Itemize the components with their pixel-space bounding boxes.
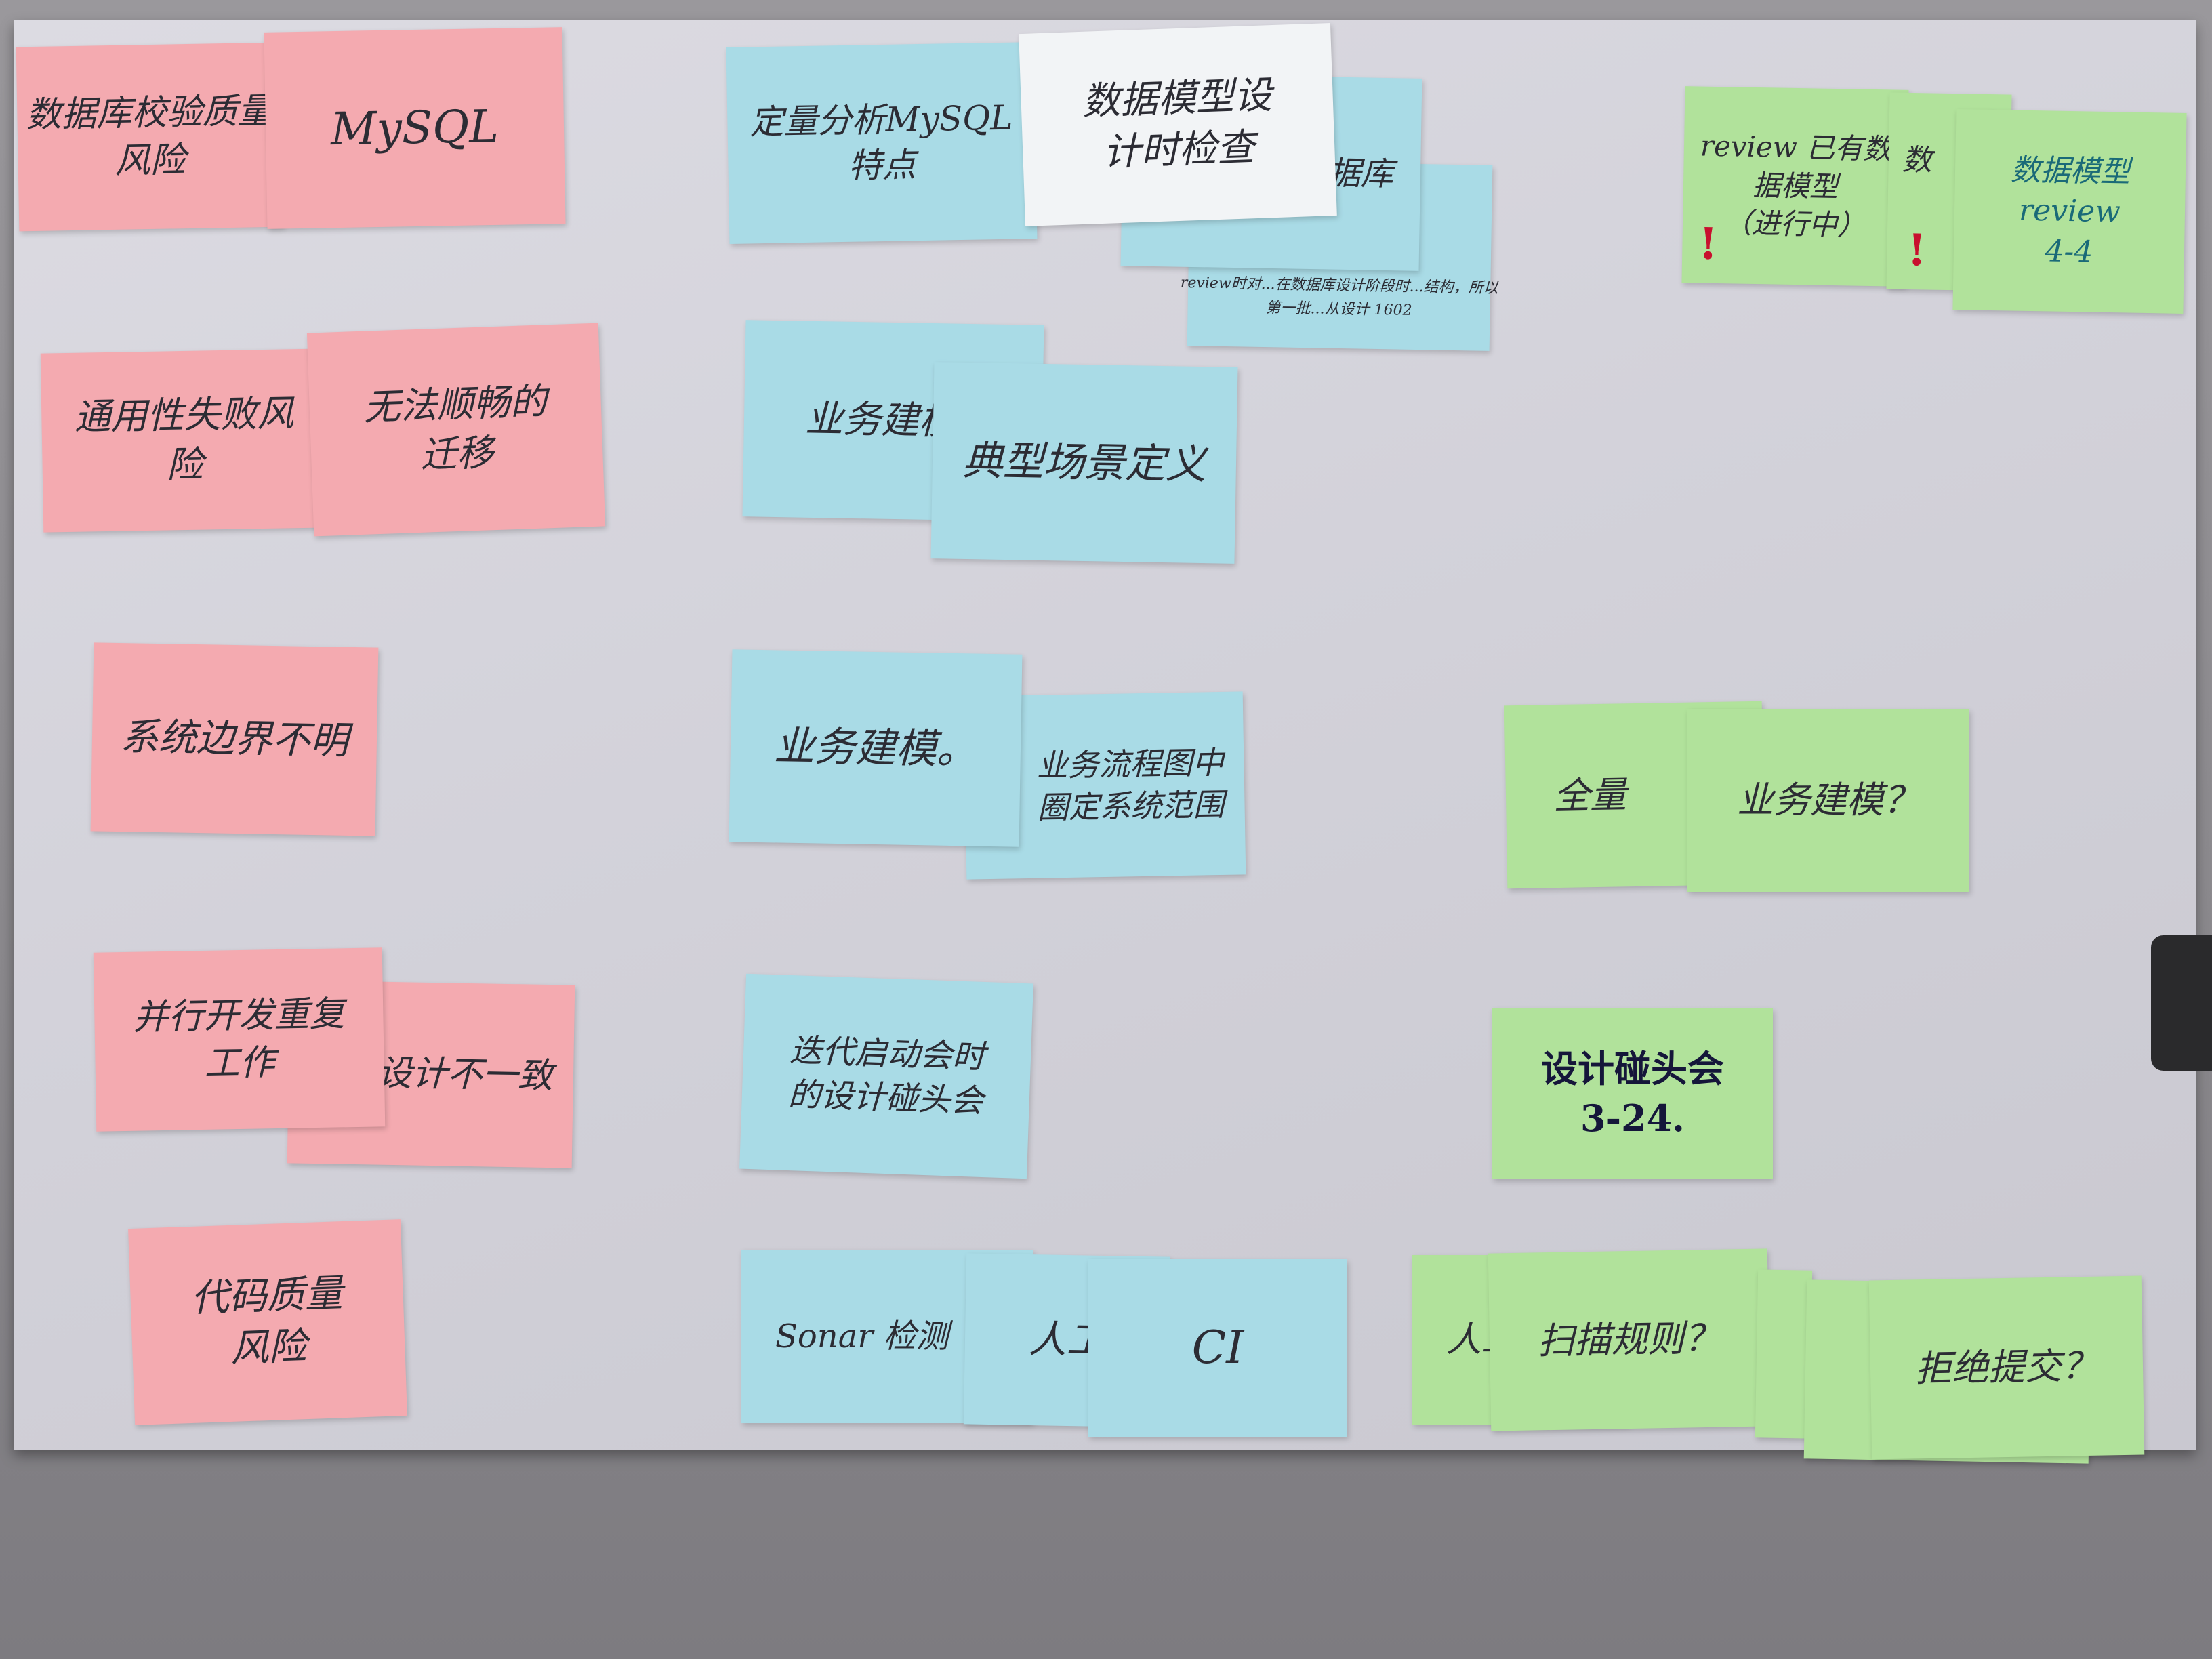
note-text: 的设计碰头会 [787, 1075, 984, 1120]
note-text: 风险 [115, 140, 186, 182]
note-text: 数据库校验质量 [25, 90, 273, 136]
note-text: 迭代启动会时 [789, 1031, 986, 1077]
note-text: 业务流程图中 [1036, 743, 1224, 784]
note-text: 设计不一致 [376, 1052, 554, 1097]
note-text: review 已有数 [1700, 129, 1892, 166]
note-text: 并行开发重复 [132, 994, 345, 1038]
note-text: 全量 [1553, 773, 1627, 817]
note-typical-scenario: 典型场景定义 [930, 362, 1238, 564]
note-text: 特点 [848, 145, 917, 186]
note-business-modeling: 业务建模。 [729, 649, 1023, 847]
note-data-model-review: 数据模型设 计时检查 [1019, 23, 1337, 226]
note-text: 扫描规则？ [1537, 1316, 1721, 1362]
note-text: Sonar 检测 [775, 1317, 949, 1355]
note-text: 设计碰头会 [1541, 1047, 1724, 1091]
note-db-quality-risk: 数据库校验质量 风险 [16, 42, 284, 232]
note-text: 业务建模？ [1737, 778, 1920, 821]
note-text: 拒绝提交？ [1914, 1344, 2099, 1390]
note-text: review时对...在数据库设计阶段时...结构，所以 [1180, 274, 1498, 297]
exclamation-mark: ! [1698, 218, 1719, 270]
note-system-boundary: 系统边界不明 [90, 642, 379, 836]
note-text: 代码质量 [190, 1271, 344, 1322]
note-iteration-meeting: 迭代启动会时 的设计碰头会 [739, 973, 1033, 1179]
note-text: 4-4 [2045, 234, 2093, 270]
note-code-quality-risk: 代码质量 风险 [128, 1219, 407, 1425]
note-text: 定量分析MySQL [749, 98, 1013, 142]
wall-device [2151, 935, 2212, 1071]
note-text: CI [1191, 1322, 1244, 1374]
note-generality-risk: 通用性失败风 险 [40, 348, 329, 533]
note-text: MySQL [330, 100, 499, 156]
note-text: 计时检查 [1102, 125, 1256, 175]
note-text: 据模型 [1752, 168, 1839, 203]
note-scan-rules: 扫描规则？ [1488, 1248, 1771, 1431]
note-mysql: MySQL [264, 27, 566, 229]
note-text: 风险 [230, 1324, 308, 1371]
note-text: 通用性失败风 [73, 392, 294, 438]
note-text: 系统边界不明 [120, 715, 349, 764]
note-text: 迁移 [419, 431, 495, 476]
note-text: 工作 [204, 1042, 276, 1084]
note-text: 数 [1902, 142, 1933, 178]
note-ci: CI [1088, 1259, 1347, 1437]
note-review-existing-model: review 已有数 据模型 （进行中） ! [1681, 86, 1909, 287]
note-data-model-review-date: 数据模型 review 4-4 [1952, 109, 2187, 314]
exclamation-mark: ! [1906, 224, 1927, 276]
note-business-modeling-question: 业务建模？ [1687, 709, 1969, 892]
note-text: 圈定系统范围 [1037, 785, 1225, 826]
note-text: 3-24. [1580, 1097, 1685, 1140]
note-parallel-development: 并行开发重复 工作 [93, 947, 386, 1132]
note-text: 典型场景定义 [962, 436, 1207, 489]
note-no-smooth-migration: 无法顺畅的 迁移 [306, 323, 606, 537]
note-reject-submit: 拒绝提交？ [1868, 1275, 2145, 1460]
note-text: 第一批...从设计 1602 [1265, 299, 1412, 319]
note-text: 业务建模。 [773, 722, 978, 774]
note-text: 无法顺畅的 [363, 380, 548, 429]
note-text: review [2018, 192, 2121, 230]
note-text: （进行中） [1723, 206, 1866, 243]
note-text: 数据模型 [2010, 152, 2131, 190]
note-stack-edge-1 [1755, 1269, 1813, 1439]
note-analyze-mysql: 定量分析MySQL 特点 [726, 42, 1038, 244]
note-text: 险 [166, 443, 204, 487]
note-design-meeting-date: 设计碰头会 3-24. [1492, 1008, 1773, 1179]
note-text: 数据模型设 [1081, 73, 1273, 125]
